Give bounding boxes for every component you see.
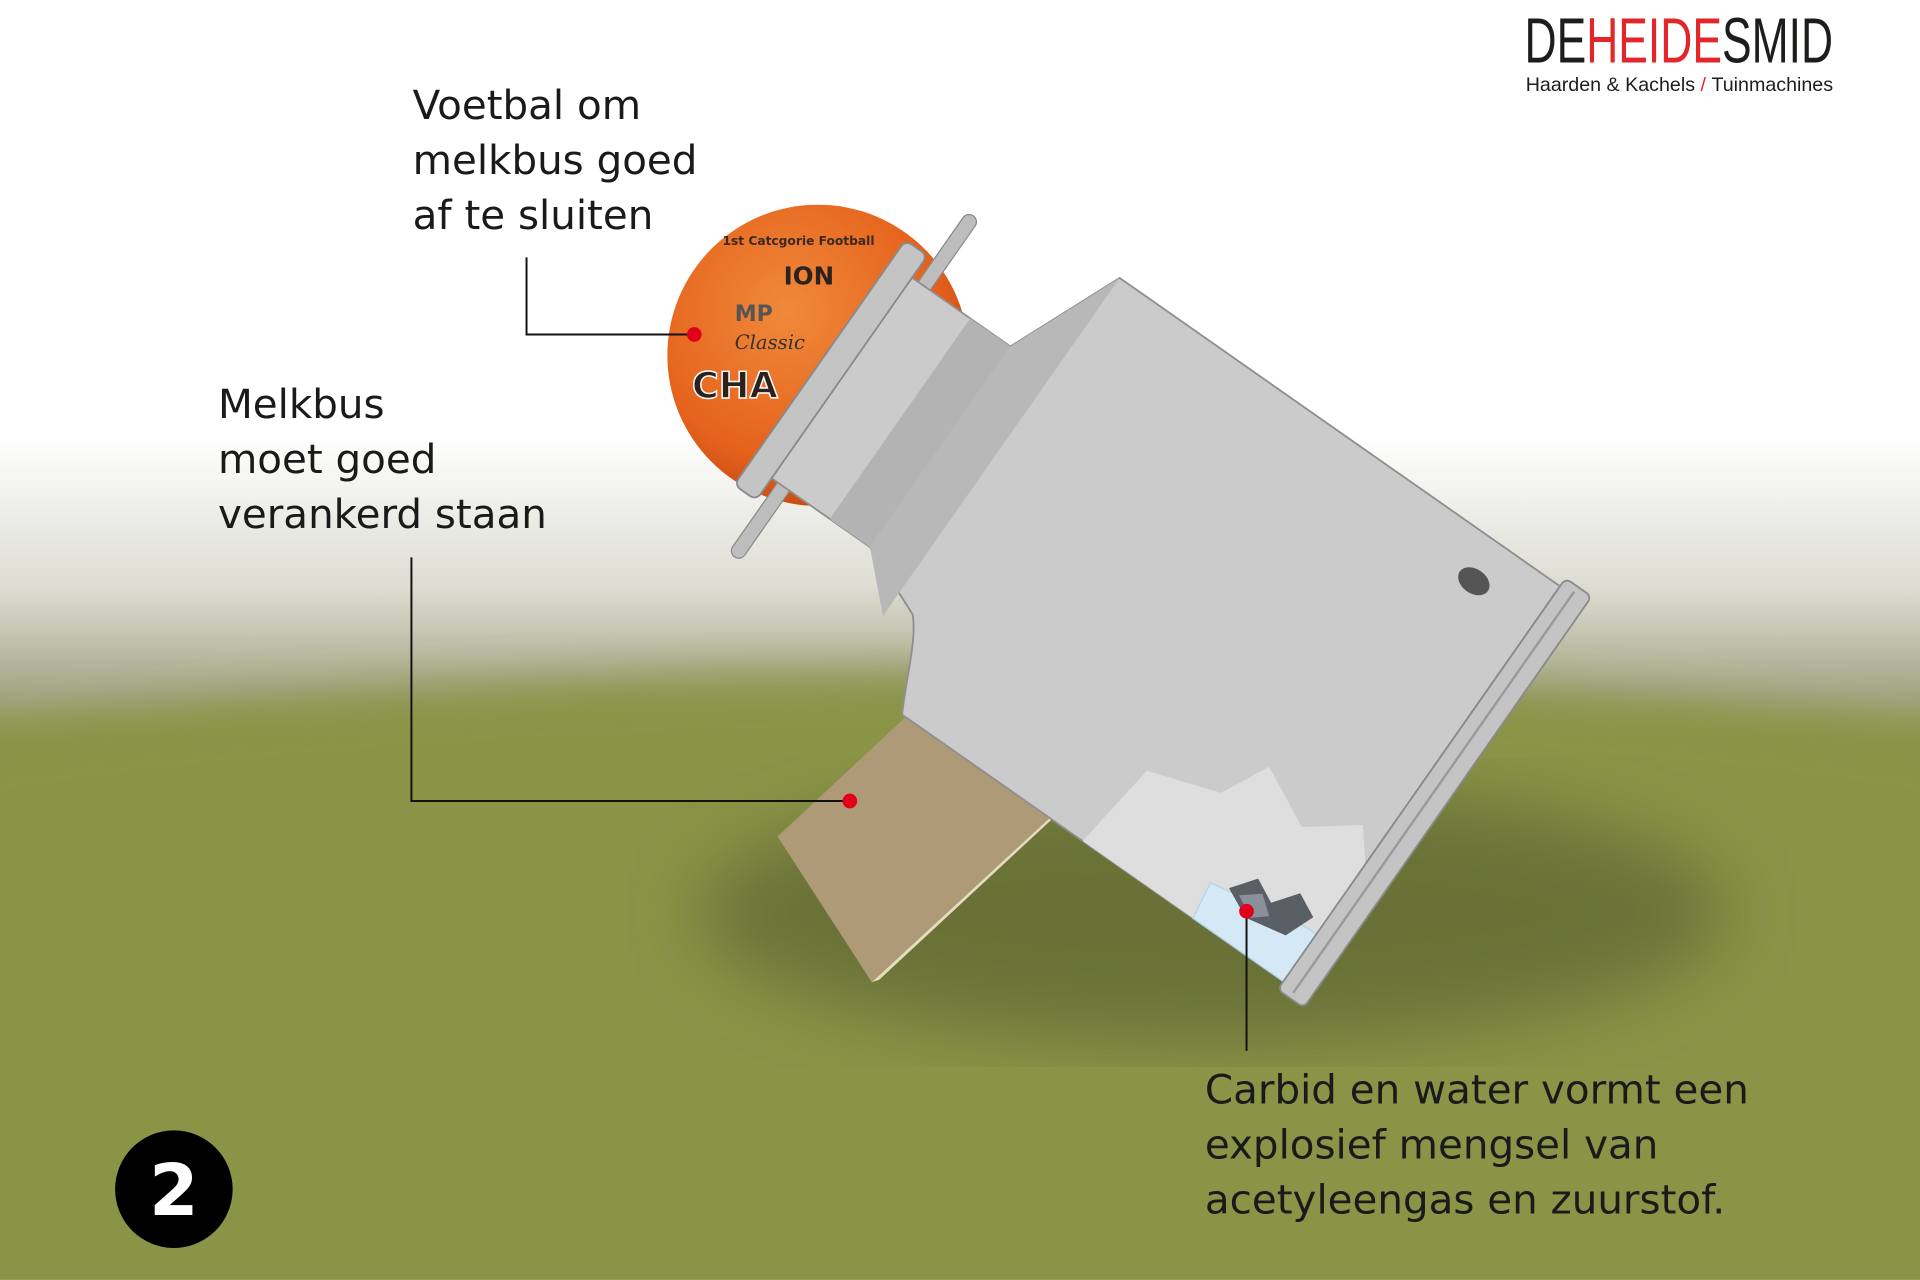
label-line: Voetbal om xyxy=(413,81,641,129)
label-line: explosief mengsel van xyxy=(1205,1121,1658,1169)
label-line: melkbus goed xyxy=(413,136,698,184)
ball-print-script: Classic xyxy=(735,331,805,354)
can-neck-shade xyxy=(829,318,1011,548)
ball-print-word3: ION xyxy=(784,261,834,290)
milk-can xyxy=(730,213,1591,1007)
leader-line-can xyxy=(410,557,850,802)
can-shoulder-shade xyxy=(869,277,1120,616)
can-neck-ring xyxy=(736,242,926,499)
marker-carbid xyxy=(1239,903,1254,919)
label-line: verankerd staan xyxy=(218,490,547,538)
ball-print-word1: CHA xyxy=(692,364,779,407)
board-edge xyxy=(871,786,1088,983)
label-line: af te sluiten xyxy=(413,191,654,239)
label-line: Melkbus xyxy=(218,380,385,428)
label-line: acetyleengas en zuurstof. xyxy=(1205,1176,1725,1224)
brand-logo: DEHEIDESMID Haarden & Kachels / Tuinmach… xyxy=(1524,6,1833,96)
logo-tagline: Haarden & Kachels / Tuinmachines xyxy=(1526,74,1834,96)
leader-line-ball xyxy=(525,257,695,336)
label-ball: Voetbal om melkbus goed af te sluiten xyxy=(413,81,698,239)
label-line: moet goed xyxy=(218,435,436,483)
carbide-stones xyxy=(1229,878,1314,936)
can-bottom-ring-groove xyxy=(1292,590,1576,994)
ball-print-top: 1st Catcgorie Football xyxy=(722,234,874,248)
step-badge: 2 xyxy=(115,1130,233,1248)
marker-board xyxy=(842,793,858,809)
logo-wordmark: DEHEIDESMID xyxy=(1524,6,1833,77)
can-vent-hole xyxy=(1458,567,1490,596)
carbide-stone-highlight xyxy=(1239,893,1270,918)
water xyxy=(1192,881,1318,983)
step-number: 2 xyxy=(149,1149,198,1232)
marker-ball xyxy=(686,327,702,342)
ball-print-word2: MP xyxy=(735,302,773,327)
label-carbid: Carbid en water vormt een explosief meng… xyxy=(1205,1065,1749,1223)
label-can: Melkbus moet goed verankerd staan xyxy=(218,380,547,538)
label-line: Carbid en water vormt een xyxy=(1205,1065,1749,1113)
